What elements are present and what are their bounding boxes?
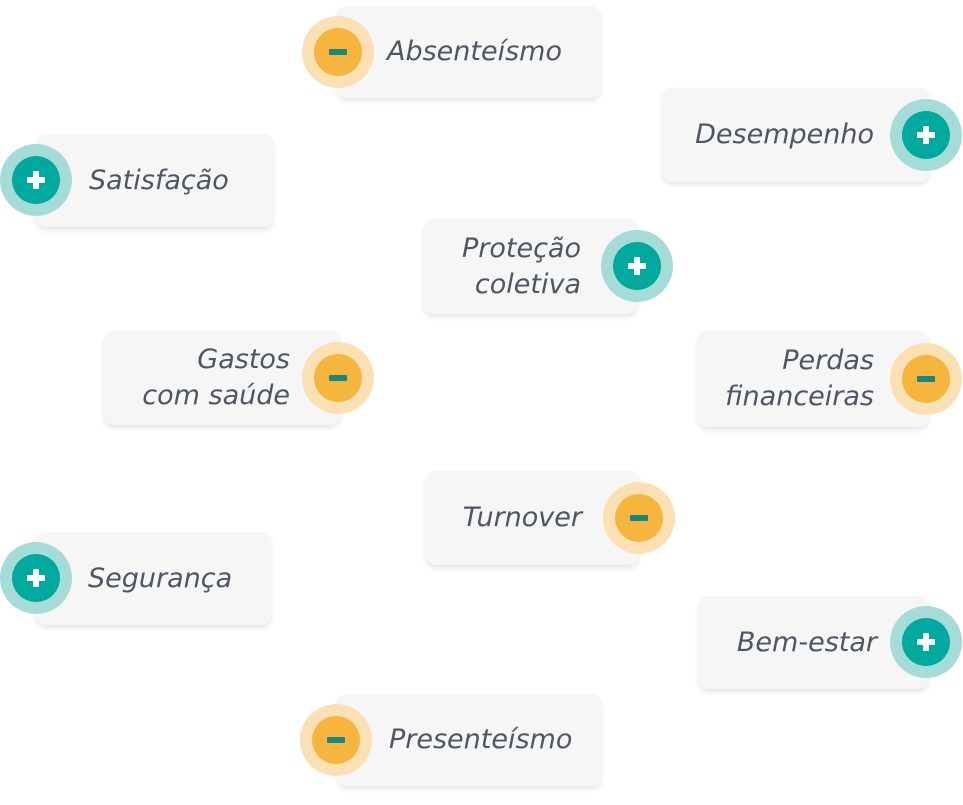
plus-badge: [890, 99, 962, 171]
plus-icon: [27, 171, 45, 189]
factor-card-seguranca: Segurança: [36, 532, 271, 625]
minus-badge: [302, 342, 374, 414]
minus-icon: [327, 737, 345, 743]
factor-card-satisfacao: Satisfação: [36, 134, 273, 227]
plus-icon: [628, 257, 646, 275]
factor-label: Satisfação: [89, 164, 229, 196]
minus-badge: [603, 482, 675, 554]
minus-icon: [329, 49, 347, 55]
minus-badge: [300, 704, 372, 776]
factor-card-absenteismo: Absenteísmo: [337, 6, 600, 98]
factor-card-presenteismo: Presenteísmo: [337, 694, 601, 786]
factor-label: Gastos com saúde: [142, 344, 290, 411]
factor-label: Absenteísmo: [387, 36, 562, 67]
factor-label: Segurança: [88, 562, 233, 594]
factor-card-protecao-coletiva: Proteção coletiva: [424, 219, 637, 314]
factor-label: Perdas financeiras: [725, 345, 874, 412]
factor-card-gastos-com-saude: Gastos com saúde: [104, 331, 340, 425]
plus-badge: [0, 542, 72, 614]
minus-icon: [329, 375, 347, 381]
factor-label: Presenteísmo: [389, 724, 573, 755]
plus-badge: [601, 230, 673, 302]
minus-badge: [302, 16, 374, 88]
factor-label: Bem-estar: [736, 626, 877, 658]
factor-card-bem-estar: Bem-estar: [699, 596, 928, 689]
factor-label: Turnover: [462, 502, 582, 533]
plus-icon: [917, 126, 935, 144]
plus-icon: [917, 633, 935, 651]
factor-card-desempenho: Desempenho: [663, 88, 929, 182]
factor-label: Proteção coletiva: [461, 232, 581, 300]
plus-badge: [890, 606, 962, 678]
plus-badge: [0, 144, 72, 216]
plus-icon: [27, 569, 45, 587]
minus-icon: [630, 515, 648, 521]
factor-label: Desempenho: [695, 119, 874, 150]
minus-icon: [917, 376, 935, 382]
minus-badge: [890, 343, 962, 415]
factor-card-perdas-financeiras: Perdas financeiras: [698, 331, 928, 427]
